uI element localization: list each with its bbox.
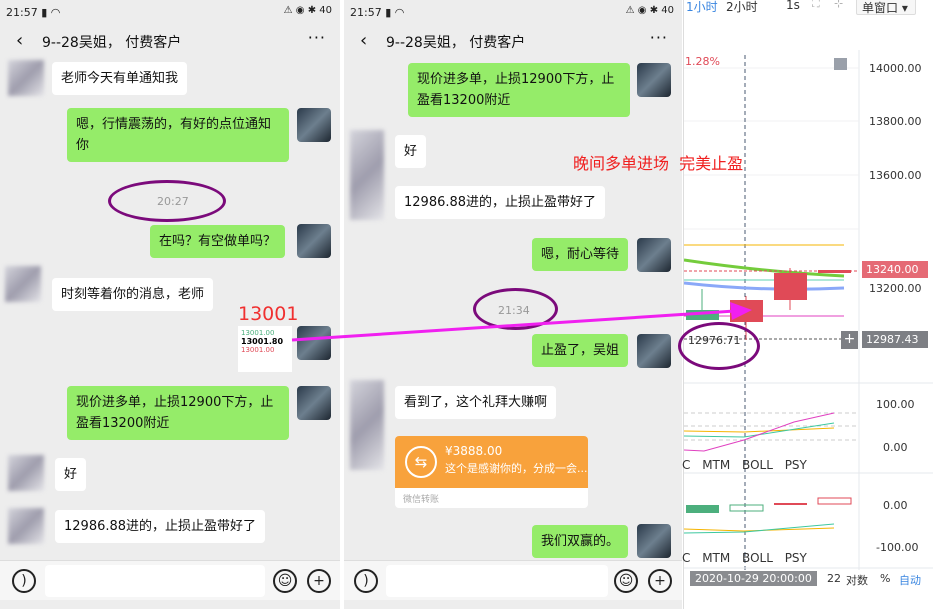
back-icon[interactable]: ‹ (360, 30, 368, 51)
left-chat-screen: 21:57 ▮ ◠⚠ ◉ ✱ 40 ‹ 9--28吴姐， 付费客户 ··· 老师… (0, 0, 340, 609)
avatar (8, 60, 44, 96)
auto-toggle[interactable]: 自动 (899, 574, 921, 587)
message: 看到了，这个礼拜大赚啊 (395, 386, 557, 419)
candle (686, 310, 719, 320)
emoji-icon[interactable]: ☺ (273, 569, 297, 593)
candle (730, 300, 763, 322)
status-bar: 21:57 ▮ ◠⚠ ◉ ✱ 40 (350, 5, 674, 19)
message: 嗯，行情震荡的，有好的点位通知你 (67, 108, 289, 162)
tab-2h[interactable]: 2小时 (726, 0, 758, 14)
chat-title: 9--28吴姐， 付费客户 (386, 35, 526, 51)
price-tick: 13200.00 (869, 282, 922, 295)
crosshair-plus-icon[interactable]: + (841, 331, 858, 349)
input-bar: ) ☺ + (344, 560, 682, 600)
price-annotation: 13001 (238, 303, 299, 325)
tab-1s[interactable]: 1s (786, 0, 800, 12)
emoji-icon[interactable]: ☺ (614, 569, 638, 593)
message: 在吗？有空做单吗？ (150, 225, 286, 258)
more-icon[interactable]: ··· (649, 28, 668, 47)
tab-1h[interactable]: 1小时 (686, 0, 718, 14)
message: 老师今天有单通知我 (52, 62, 188, 95)
transfer-amount: ¥3888.00 (445, 444, 503, 458)
indicator-tick: 0.00 (883, 499, 908, 512)
message: 我们双赢的。 (532, 525, 629, 558)
status-icons: ⚠ ◉ ✱ 40 (283, 5, 332, 16)
chat-header: ‹ 9--28吴姐， 付费客户 ··· (344, 22, 682, 62)
indicator-tick: -100.00 (876, 541, 919, 554)
avatar (8, 508, 44, 544)
avatar (297, 326, 331, 360)
avatar (297, 386, 331, 420)
highlight-ellipse (678, 322, 760, 370)
avatar (637, 334, 671, 368)
footer-count: 22 (827, 572, 841, 585)
price-chart: 1小时 2小时 1s ⛶ ⊹ 单窗口 ▾ 1.28% 14000.00 1380… (682, 0, 933, 609)
voice-icon[interactable]: ) (12, 569, 36, 593)
log-toggle[interactable]: 对数 (846, 574, 868, 587)
avatar (350, 130, 384, 220)
avatar (297, 108, 331, 142)
message-input[interactable] (386, 565, 608, 597)
price-tick: 13600.00 (869, 169, 922, 182)
candle (818, 270, 851, 273)
avatar (637, 524, 671, 558)
message-input[interactable] (45, 565, 265, 597)
status-bar: 21:57 ▮ ◠⚠ ◉ ✱ 40 (6, 5, 332, 19)
avatar (5, 266, 41, 302)
expand-icon (834, 58, 847, 70)
cursor-price-tag: 12987.43 (862, 331, 928, 348)
change-percent: 1.28% (685, 55, 720, 68)
message: 时刻等着你的消息，老师 (52, 278, 214, 311)
highlight-ellipse (473, 288, 558, 330)
transfer-note: 这个是感谢你的，分成一会... (445, 462, 588, 475)
price-tick: 14000.00 (869, 62, 922, 75)
message: 12986.88进的，止损止盈带好了 (395, 186, 606, 219)
clock: 21:57 (350, 6, 382, 19)
chat-title: 9--28吴姐， 付费客户 (42, 35, 182, 51)
chart-canvas (684, 50, 933, 570)
back-icon[interactable]: ‹ (16, 30, 24, 51)
annotation-text: 晚间多单进场 完美止盈 (573, 154, 744, 173)
message: 现价进多单，止损12900下方，止盈看13200附近 (67, 386, 289, 440)
date-tag: 2020-10-29 20:00:00 (690, 571, 817, 586)
plus-icon[interactable]: + (648, 569, 672, 593)
input-bar: ) ☺ + (0, 560, 340, 600)
avatar (8, 455, 44, 491)
candle (774, 273, 807, 300)
window-select[interactable]: 单窗口 ▾ (856, 0, 916, 15)
message: 嗯，耐心等待 (532, 238, 629, 271)
message: 好 (395, 135, 427, 168)
message: 12986.88进的，止损止盈带好了 (55, 510, 266, 543)
avatar (350, 380, 384, 470)
percent-toggle[interactable]: % (880, 572, 891, 585)
transfer-icon: ⇆ (405, 446, 437, 478)
plus-icon[interactable]: + (307, 569, 331, 593)
message: 好 (55, 458, 87, 491)
indicator-tabs[interactable]: C MTM BOLL PSY (682, 551, 807, 565)
indicator-tick: 0.00 (883, 441, 908, 454)
status-icons: ⚠ ◉ ✱ 40 (625, 5, 674, 16)
price-tick: 13800.00 (869, 115, 922, 128)
highlight-ellipse (108, 180, 226, 222)
transfer-label: 微信转账 (403, 495, 440, 505)
indicator-tabs[interactable]: C MTM BOLL PSY (682, 458, 807, 472)
fullscreen-icon[interactable]: ⛶ (812, 0, 820, 10)
message: 止盈了，吴姐 (532, 334, 629, 367)
more-icon[interactable]: ··· (307, 28, 326, 47)
transfer-card[interactable]: ⇆ ¥3888.00 这个是感谢你的，分成一会... 微信转账 (395, 436, 588, 508)
current-price-tag: 13240.00 (862, 261, 928, 278)
voice-icon[interactable]: ) (354, 569, 378, 593)
chat-header: ‹ 9--28吴姐， 付费客户 ··· (0, 22, 340, 62)
indicator-tick: 100.00 (876, 398, 915, 411)
avatar (297, 224, 331, 258)
message: 现价进多单，止损12900下方，止盈看13200附近 (408, 63, 630, 117)
avatar (637, 238, 671, 272)
clock: 21:57 (6, 6, 38, 19)
add-icon[interactable]: ⊹ (834, 0, 844, 10)
window-select-value: 单窗口 (862, 1, 899, 15)
avatar (637, 63, 671, 97)
